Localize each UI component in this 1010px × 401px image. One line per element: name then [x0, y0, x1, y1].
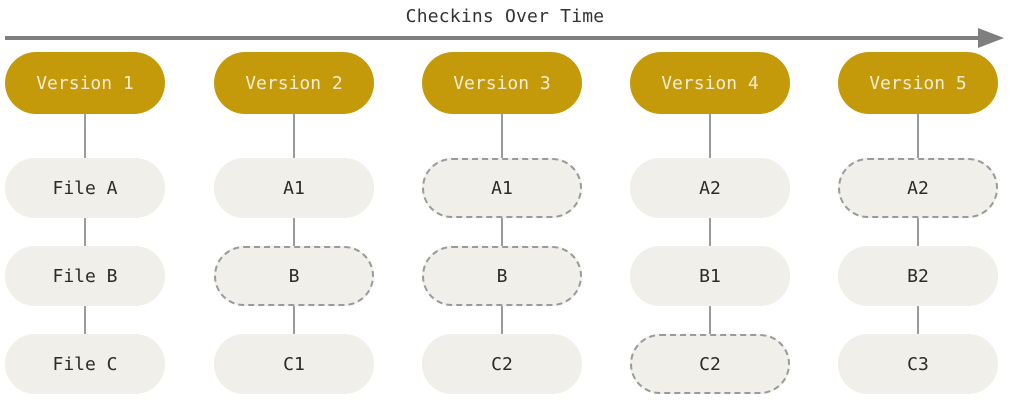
- connector-line: [501, 114, 503, 158]
- file-node: File A: [5, 158, 165, 218]
- file-node: C3: [838, 334, 998, 394]
- connector-line: [709, 306, 711, 334]
- connector-line: [84, 306, 86, 334]
- file-node: A1: [214, 158, 374, 218]
- connector-line: [917, 218, 919, 246]
- connector-line: [293, 114, 295, 158]
- version-node: Version 5: [838, 52, 998, 114]
- version-node: Version 1: [5, 52, 165, 114]
- file-node: A2: [630, 158, 790, 218]
- connector-line: [293, 218, 295, 246]
- file-node: C2: [422, 334, 582, 394]
- connector-line: [917, 306, 919, 334]
- file-node: A1: [422, 158, 582, 218]
- connector-line: [84, 218, 86, 246]
- version-column: Version 2 A1 B C1: [214, 0, 374, 401]
- connector-line: [709, 114, 711, 158]
- file-node: C1: [214, 334, 374, 394]
- version-column: Version 3 A1 B C2: [422, 0, 582, 401]
- file-node: B2: [838, 246, 998, 306]
- version-column: Version 5 A2 B2 C3: [838, 0, 998, 401]
- timeline-axis: [5, 36, 981, 40]
- timeline-arrow-icon: [978, 28, 1004, 48]
- version-node: Version 3: [422, 52, 582, 114]
- file-node: B: [422, 246, 582, 306]
- timeline-title: Checkins Over Time: [405, 6, 605, 27]
- connector-line: [917, 114, 919, 158]
- connector-line: [293, 306, 295, 334]
- file-node: A2: [838, 158, 998, 218]
- connector-line: [501, 306, 503, 334]
- file-node: File C: [5, 334, 165, 394]
- file-node: B: [214, 246, 374, 306]
- file-node: C2: [630, 334, 790, 394]
- connector-line: [709, 218, 711, 246]
- connector-line: [501, 218, 503, 246]
- version-node: Version 4: [630, 52, 790, 114]
- version-column: Version 4 A2 B1 C2: [630, 0, 790, 401]
- file-node: File B: [5, 246, 165, 306]
- version-column: Version 1 File A File B File C: [5, 0, 165, 401]
- version-node: Version 2: [214, 52, 374, 114]
- connector-line: [84, 114, 86, 158]
- file-node: B1: [630, 246, 790, 306]
